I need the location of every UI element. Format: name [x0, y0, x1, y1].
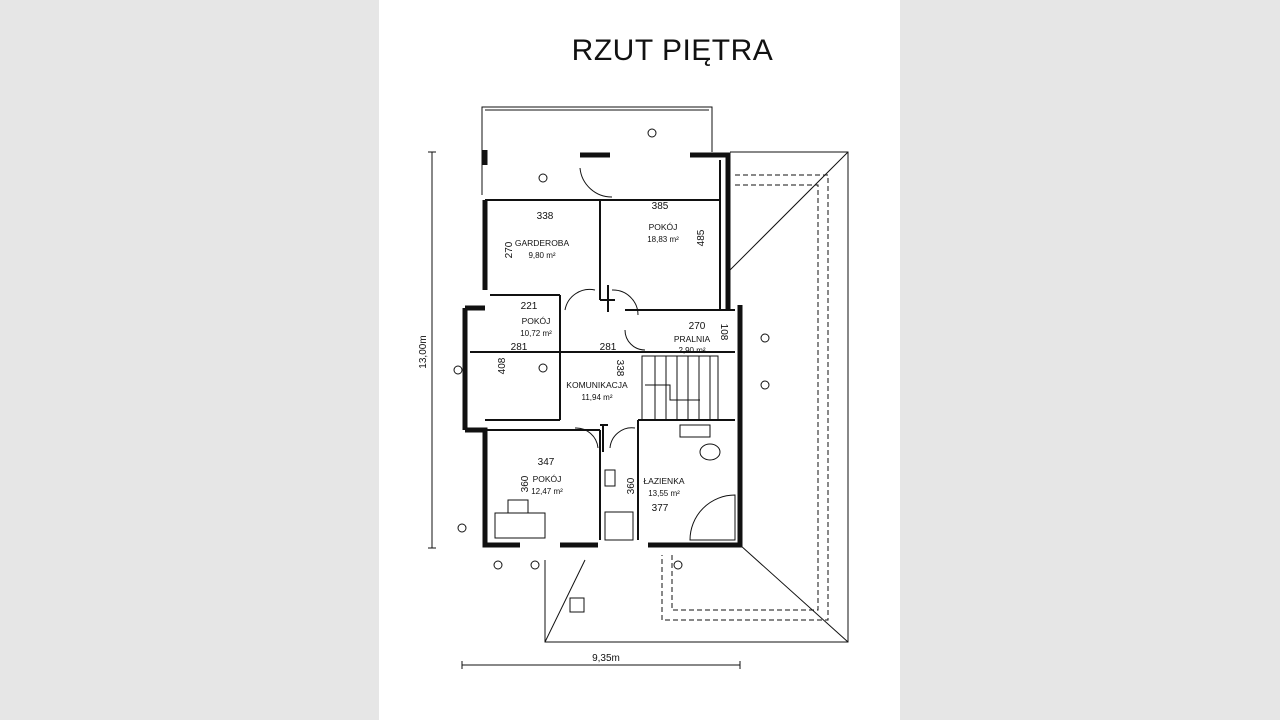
bathroom-fixtures [604, 424, 736, 541]
room-name: ŁAZIENKA [643, 476, 684, 486]
dim-garderoba-width: 338 [537, 211, 554, 222]
interior-walls [470, 160, 735, 540]
dim-pokoj-width: 385 [652, 201, 669, 212]
level-markers [453, 128, 770, 613]
dim-komunikacja-width: 281 [600, 342, 617, 353]
dimension-labels: 338 270 385 485 221 281 281 408 338 270 … [497, 201, 729, 514]
room-area: 11,94 m² [582, 393, 613, 402]
room-name: KOMUNIKACJA [566, 380, 628, 390]
room-name: POKÓJ [649, 222, 678, 232]
dim-lazienka-width: 377 [652, 503, 669, 514]
room-area: 10,72 m² [520, 329, 552, 338]
room-area: 13,55 m² [648, 489, 680, 498]
exterior-walls [462, 150, 743, 548]
dim-pralnia-height: 108 [718, 324, 729, 341]
room-name: POKÓJ [522, 316, 551, 326]
room-labels: GARDEROBA 9,80 m² POKÓJ 18,83 m² POKÓJ 1… [515, 222, 711, 498]
room-name: POKÓJ [533, 474, 562, 484]
room-area: 12,47 m² [531, 487, 563, 496]
dim-komunikacja-height: 338 [614, 360, 625, 377]
dim-pokoj3-width: 347 [538, 457, 555, 468]
dim-pokoj2-width-b: 281 [511, 342, 528, 353]
staircase [641, 355, 719, 421]
desk [494, 499, 546, 539]
overall-width-label: 9,35m [592, 653, 620, 664]
dim-pokoj3-height: 360 [520, 475, 531, 492]
dim-lazienka-height: 360 [626, 477, 637, 494]
dimension-lines [428, 151, 741, 669]
dim-pokoj2-width: 221 [521, 301, 538, 312]
room-area: 2,90 m² [678, 346, 705, 355]
door-swings [564, 167, 646, 449]
room-name: GARDEROBA [515, 238, 570, 248]
dim-garderoba-height: 270 [504, 241, 515, 258]
terrace [481, 106, 713, 195]
room-area: 18,83 m² [647, 235, 679, 244]
dim-pokoj-height: 485 [696, 229, 707, 246]
room-name: PRALNIA [674, 334, 711, 344]
roof-outline [544, 151, 849, 643]
room-area: 9,80 m² [528, 251, 555, 260]
overall-height-label: 13,00m [418, 335, 429, 368]
page-title: RZUT PIĘTRA [571, 34, 774, 67]
dim-left-height: 408 [497, 357, 508, 374]
dim-pralnia-width: 270 [689, 321, 706, 332]
